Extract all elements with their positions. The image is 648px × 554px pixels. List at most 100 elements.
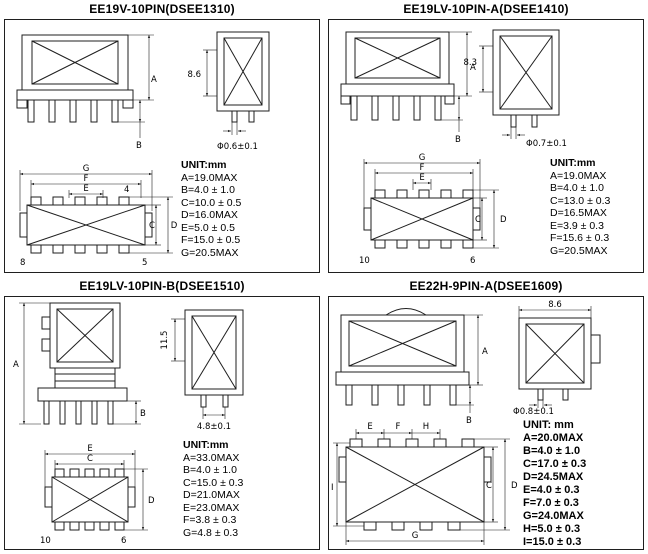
spec-line: D=24.5MAX: [523, 471, 584, 483]
dim-b-label: B: [140, 409, 146, 419]
drawing-ee19lv-a: A B: [340, 29, 567, 266]
dim-g-label: G: [419, 153, 426, 163]
dim-f: F: [384, 422, 413, 439]
front-view: [340, 31, 455, 121]
unit-label: UNIT:mm: [183, 439, 229, 451]
spec-line: C=15.0 ± 0.3: [183, 476, 244, 489]
dim-a-label: A: [151, 75, 157, 85]
dim-c-label: C: [486, 481, 492, 491]
spec-line: G=4.8 ± 0.3: [183, 526, 239, 539]
spec-list: UNIT:mm A=19.0MAX B=4.0 ± 1.0 C=10.0 ± 0…: [181, 159, 241, 259]
panel-title: EE19LV-10PIN-B(DSEE1510): [79, 279, 245, 293]
spec-line: C=13.0 ± 0.3: [550, 194, 611, 207]
spec-line: D=16.5MAX: [550, 207, 607, 219]
dim-f-label: F: [420, 163, 425, 173]
dim-f: F: [30, 174, 142, 198]
side-view: [184, 309, 244, 408]
dim-c-label: C: [87, 454, 93, 464]
dim-h: H: [412, 422, 441, 439]
dim-b-label: B: [466, 416, 472, 426]
pin-number-bottom-right: 5: [142, 258, 147, 268]
unit-label: UNIT:mm: [181, 159, 227, 171]
unit-label: UNIT:mm: [550, 157, 596, 169]
spec-line: B=4.0 ± 1.0: [550, 182, 604, 194]
spec-line: E=23.0MAX: [183, 501, 240, 514]
dim-e-label: E: [419, 173, 424, 183]
front-view: [16, 34, 134, 123]
dim-side-width: 8.6: [518, 300, 592, 318]
dim-d-label: D: [511, 481, 518, 491]
side-view: [492, 29, 560, 128]
dim-pin-diameter: Φ0.7±0.1: [502, 127, 567, 149]
dim-e: E: [68, 184, 104, 198]
dim-b: B: [113, 400, 146, 425]
dim-a-label: A: [13, 360, 19, 370]
dim-side-height: 8.6: [187, 49, 217, 97]
front-view: [335, 308, 470, 406]
spec-line: I=15.0 ± 0.3: [523, 536, 582, 548]
dim-d-label: D: [148, 496, 155, 506]
dim-c-label: C: [149, 221, 155, 231]
spec-line: F=3.8 ± 0.3: [183, 514, 237, 526]
dim-h-label: H: [423, 422, 429, 432]
dim-g: G: [19, 164, 153, 211]
dim-side-width: 11.5: [160, 318, 185, 362]
dim-e-label: E: [83, 184, 88, 194]
spec-line: E=4.0 ± 0.3: [523, 484, 580, 496]
side-height-label: 8.3: [463, 58, 477, 68]
pin-number-top-right: 4: [124, 185, 129, 195]
spec-line: D=21.0MAX: [183, 489, 240, 501]
spec-line: D=16.0MAX: [181, 209, 238, 221]
spec-line: G=24.0MAX: [523, 510, 584, 522]
spec-line: E=5.0 ± 0.5: [181, 221, 235, 234]
dim-b-label: B: [136, 141, 142, 151]
spec-line: G=20.5MAX: [550, 244, 608, 257]
panel-box: A B: [328, 296, 644, 550]
spec-line: A=19.0MAX: [181, 171, 238, 184]
spec-line: B=4.0 ± 1.0: [183, 464, 237, 476]
dim-f-label: F: [396, 422, 401, 432]
spec-list: UNIT:mm A=19.0MAX B=4.0 ± 1.0 C=13.0 ± 0…: [550, 157, 610, 257]
side-width-label: 8.6: [548, 300, 562, 310]
panel-box: A B: [328, 19, 644, 273]
spec-line: H=5.0 ± 0.3: [523, 523, 581, 535]
dim-d: D: [124, 468, 155, 531]
dim-a: A: [128, 34, 157, 101]
panel-title: EE19LV-10PIN-A(DSEE1410): [403, 2, 569, 16]
dim-b: B: [441, 96, 463, 145]
drawing-ee19v: A B: [16, 31, 270, 268]
bottom-view: [338, 438, 492, 531]
unit-label: UNIT: mm: [523, 419, 574, 431]
panel-title: EE22H-9PIN-A(DSEE1609): [409, 279, 563, 293]
dim-c: C: [145, 204, 161, 246]
dim-a-label: A: [470, 63, 476, 73]
dim-g: G: [345, 522, 485, 545]
pin-number-bottom-right: 6: [470, 256, 475, 266]
dim-a-label: A: [482, 347, 488, 357]
dim-f: F: [374, 163, 474, 190]
panel-ee19lv-a: EE19LV-10PIN-A(DSEE1410): [324, 0, 648, 277]
dim-d-label: D: [171, 221, 178, 231]
dim-b: B: [456, 385, 474, 426]
drawing-ee22h: A B: [331, 300, 601, 545]
pin-diameter-label: Φ0.6±0.1: [217, 142, 258, 152]
panel-ee22h: EE22H-9PIN-A(DSEE1609): [324, 277, 648, 554]
pin-number-bottom-left: 10: [40, 536, 51, 546]
dim-c-label: C: [475, 215, 481, 225]
spec-line: F=15.0 ± 0.5: [181, 234, 241, 246]
panel-title: EE19V-10PIN(DSEE1310): [89, 2, 235, 16]
bottom-view: [19, 196, 153, 254]
pin-number-bottom-left: 10: [359, 256, 370, 266]
dim-d: D: [129, 196, 178, 254]
dim-side-height: 8.3: [463, 45, 493, 93]
dim-g-label: G: [83, 164, 90, 174]
side-height-label: 8.6: [187, 70, 201, 80]
dim-d: D: [460, 438, 518, 531]
dim-pin-diameter: Φ0.8±0.1: [513, 400, 554, 417]
dim-b-label: B: [455, 135, 461, 145]
bottom-view: [363, 189, 481, 249]
spec-line: B=4.0 ± 1.0: [181, 184, 235, 196]
spec-line: A=19.0MAX: [550, 169, 607, 182]
spec-line: C=10.0 ± 0.5: [181, 196, 242, 209]
